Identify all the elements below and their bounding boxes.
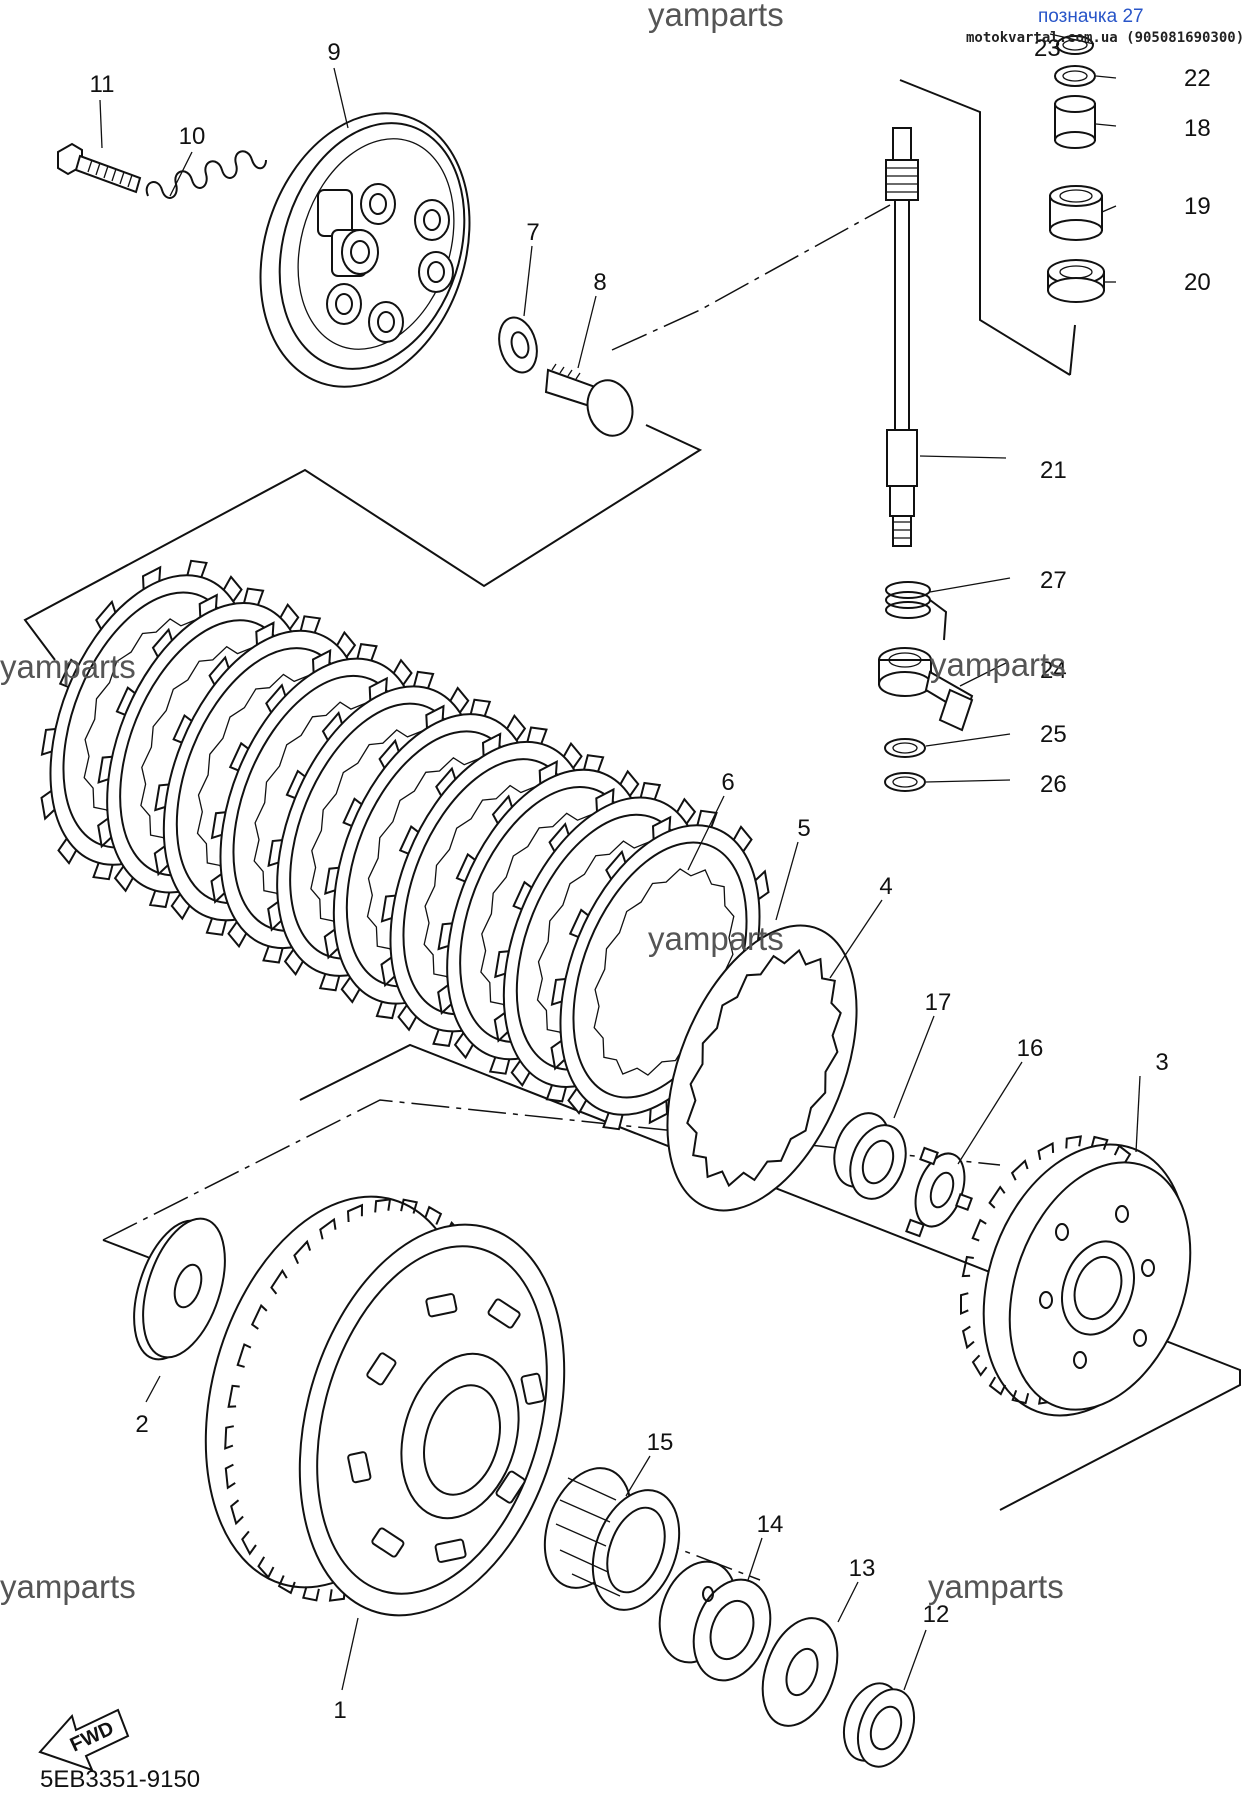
callout-27: 27 [1040, 567, 1067, 594]
callout-23: 23 [1034, 35, 1061, 62]
damper-spring [425, 1293, 458, 1318]
part-3-clutch-boss [960, 1135, 1192, 1417]
part-21-push-rod [885, 127, 919, 547]
damper-spring [434, 1538, 467, 1563]
part-9-pressure-plate [259, 112, 471, 388]
part-24-push-lever [878, 647, 974, 732]
callout-26: 26 [1040, 771, 1067, 798]
part-20-oil-seal [1047, 259, 1105, 303]
callout-15: 15 [647, 1429, 674, 1456]
callout-16: 16 [1017, 1035, 1044, 1062]
callout-11: 11 [90, 71, 115, 98]
part-13-washer [761, 1617, 839, 1727]
callout-17: 17 [925, 989, 952, 1016]
part-15-needle-bearing [543, 1467, 681, 1611]
callout-20: 20 [1184, 269, 1211, 296]
part-18-bushing [1054, 95, 1096, 149]
drawing-code: 5EB3351-9150 [40, 1766, 200, 1793]
header-site: motokvartal.com.ua (905081690300) [966, 30, 1244, 46]
callout-18: 18 [1184, 115, 1211, 142]
leader-lines [99, 33, 1141, 1691]
fwd-arrow-icon: FWD [38, 1708, 130, 1772]
callout-24: 24 [1040, 657, 1067, 684]
damper-spring [520, 1372, 545, 1405]
watermark-left-bottom: yamparts [0, 1568, 136, 1605]
watermark-left-mid: yamparts [0, 648, 136, 685]
part-16-lock-washer [905, 1146, 973, 1238]
damper-spring [495, 1470, 526, 1504]
damper-spring [487, 1298, 521, 1329]
callout-10: 10 [179, 123, 206, 150]
callout-2: 2 [135, 1411, 148, 1438]
callout-8: 8 [593, 269, 606, 296]
part-1-clutch-housing [204, 1195, 566, 1617]
watermark-top: yamparts [648, 0, 784, 33]
callout-22: 22 [1184, 65, 1211, 92]
callout-25: 25 [1040, 721, 1067, 748]
callout-9: 9 [327, 39, 340, 66]
part-26-clip [884, 772, 926, 792]
callout-3: 3 [1155, 1049, 1168, 1076]
part-27-spring [885, 581, 948, 641]
header-link[interactable]: позначка 27 [1038, 6, 1144, 27]
damper-spring [347, 1451, 372, 1484]
assembly-guide-lines [23, 79, 1241, 1581]
callout-5: 5 [797, 815, 810, 842]
part-19-bearing [1049, 185, 1103, 241]
part-2-thrust-washer [133, 1217, 226, 1361]
callout-13: 13 [849, 1555, 876, 1582]
part-23-circlip [1056, 35, 1094, 55]
callout-14: 14 [757, 1511, 784, 1538]
part-14-collar [658, 1560, 772, 1682]
callout-4: 4 [879, 873, 892, 900]
callout-6: 6 [721, 769, 734, 796]
part-10-spring [145, 150, 267, 199]
clutch-plate-stack [40, 559, 770, 1131]
part-22-washer [1054, 65, 1096, 87]
part-4-clutch-plate [666, 924, 858, 1212]
part-17-collar [833, 1112, 907, 1200]
callout-12: 12 [923, 1601, 950, 1628]
watermark-right-mid: yamparts [930, 646, 1066, 683]
part-7-bearing [498, 316, 538, 374]
part-8-push-rod [544, 363, 634, 437]
damper-spring [366, 1352, 397, 1386]
watermark-right-bottom: yamparts [928, 1568, 1064, 1605]
callout-21: 21 [1040, 457, 1067, 484]
watermark-center: yamparts [648, 920, 784, 957]
part-11-bolt [57, 142, 142, 194]
watermarks: yamparts yamparts yamparts yamparts yamp… [0, 0, 1066, 1605]
damper-spring [371, 1527, 405, 1558]
part-12-nut [842, 1682, 916, 1768]
callout-1: 1 [333, 1697, 346, 1724]
callout-numbers: 11 10 9 7 8 23 22 18 19 20 21 27 24 25 2… [90, 35, 1211, 1724]
part-25-washer [884, 738, 926, 758]
callout-19: 19 [1184, 193, 1211, 220]
callout-7: 7 [526, 219, 539, 246]
